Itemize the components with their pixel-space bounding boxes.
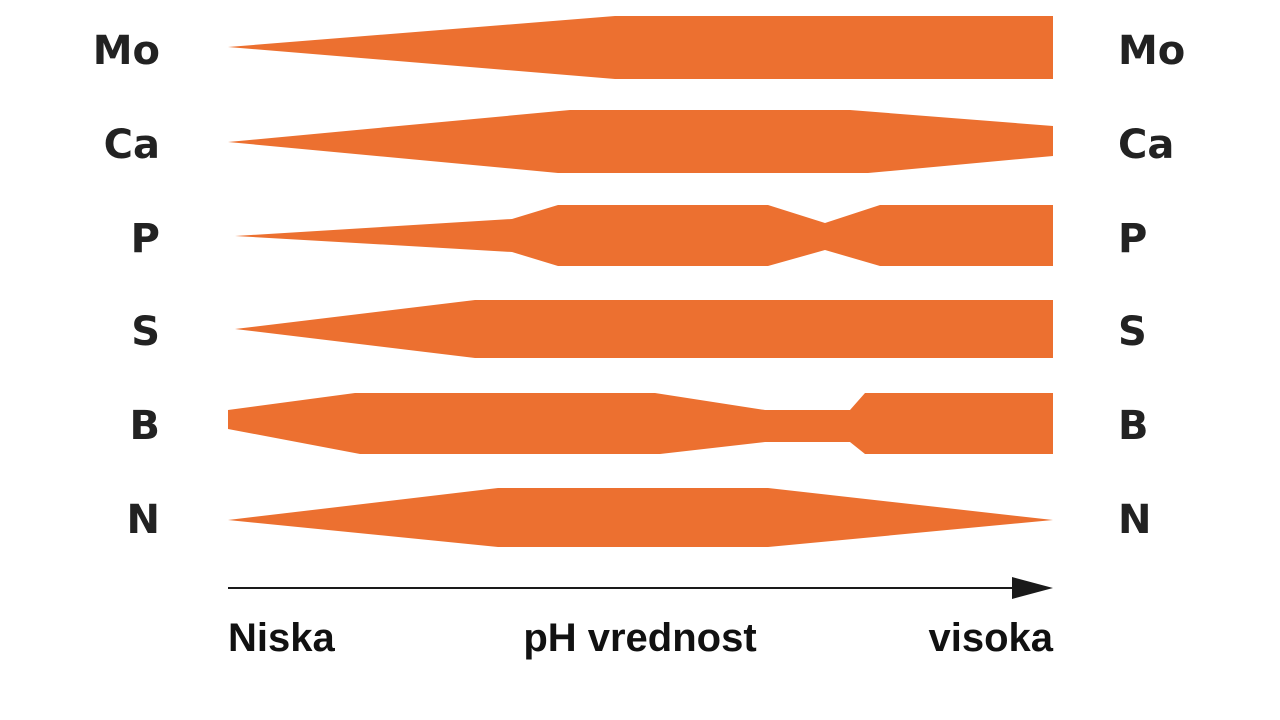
availability-band-mo [228, 16, 1053, 79]
element-label-right-b: B [1118, 403, 1149, 449]
axis-label-low: Niska [228, 616, 335, 660]
element-label-right-ca: Ca [1118, 122, 1174, 168]
availability-band-p [235, 205, 1053, 266]
element-label-left-ca: Ca [104, 122, 160, 168]
availability-band-n [228, 488, 1053, 547]
row-mo: Mo Mo [93, 16, 1185, 79]
ph-axis [228, 577, 1053, 599]
element-label-right-p: P [1118, 216, 1147, 262]
row-b: B B [130, 393, 1149, 454]
availability-band-ca [228, 110, 1053, 173]
element-label-right-mo: Mo [1118, 28, 1185, 74]
axis-label-high: visoka [928, 616, 1053, 660]
element-label-right-n: N [1118, 497, 1151, 543]
element-label-left-mo: Mo [93, 28, 160, 74]
availability-band-s [235, 300, 1053, 358]
row-ca: Ca Ca [104, 110, 1174, 173]
element-label-left-p: P [131, 216, 160, 262]
row-n: N N [127, 488, 1151, 547]
availability-band-b [228, 393, 1053, 454]
element-label-left-s: S [131, 309, 160, 355]
element-label-right-s: S [1118, 309, 1147, 355]
element-label-left-b: B [130, 403, 161, 449]
row-p: P P [131, 205, 1147, 266]
ph-axis-arrowhead [1012, 577, 1053, 599]
row-s: S S [131, 300, 1147, 358]
element-label-left-n: N [127, 497, 160, 543]
axis-title: pH vrednost [523, 616, 756, 660]
